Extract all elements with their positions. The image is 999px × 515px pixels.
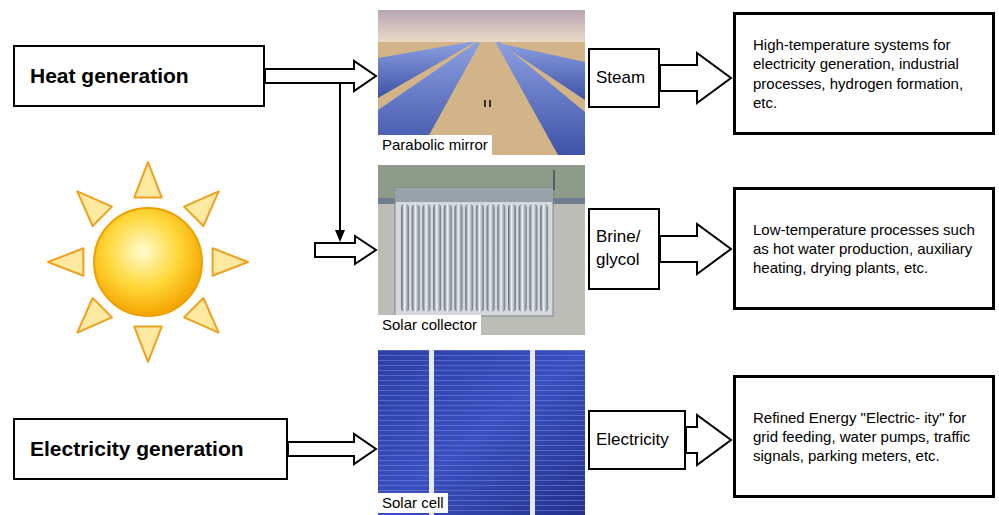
vacuum-tube: [497, 204, 505, 312]
photo-ground: [378, 10, 585, 155]
vacuum-tube: [422, 204, 430, 312]
parabolic-mirror-photo: [378, 10, 585, 155]
application-box: High-temperature systems for electricity…: [733, 12, 995, 135]
block-arrow-shape: [660, 224, 731, 274]
cell-fingers: [378, 350, 585, 515]
block-arrow: [660, 53, 731, 103]
mirror-row: [496, 42, 585, 155]
solar-collector-photo: [378, 165, 585, 335]
block-arrow-shape: [660, 53, 731, 103]
vacuum-tube: [487, 204, 495, 312]
photo-frame: Solar collector: [378, 165, 585, 335]
solar-cell-photo: [378, 350, 585, 515]
vacuum-tube: [519, 204, 527, 312]
vacuum-tube: [433, 204, 441, 312]
source-box: Electricity generation: [13, 418, 288, 480]
box-text: Brine/ glycol: [596, 226, 652, 272]
photo-label: Solar cell: [378, 493, 448, 513]
person: [489, 100, 491, 107]
block-arrow-shape: [315, 236, 376, 264]
cell-busbar: [429, 350, 434, 515]
block-arrow-shape: [288, 434, 376, 464]
photo-label: Solar collector: [378, 315, 481, 335]
photo-frame: Solar cell: [378, 350, 585, 513]
sun-ray: [134, 162, 161, 197]
source-box: Heat generation: [13, 45, 265, 107]
box-text: Steam: [596, 68, 645, 88]
arrow-head: [335, 230, 345, 242]
sun-ray: [77, 191, 112, 226]
block-arrow-shape: [686, 415, 731, 465]
application-box: Refined Energy "Electric- ity" for grid …: [733, 375, 995, 498]
person: [484, 100, 486, 107]
cell-busbar: [530, 350, 535, 515]
photo-road: [378, 165, 585, 335]
block-arrow: [686, 415, 731, 465]
sun-ray: [184, 298, 219, 333]
photo-frame: Parabolic mirror: [378, 10, 585, 155]
vacuum-tube: [455, 204, 463, 312]
block-arrow: [315, 83, 376, 264]
collector-pipe: [553, 170, 555, 190]
collector-frame: [395, 188, 553, 316]
block-arrow: [265, 61, 376, 91]
vacuum-tube: [465, 204, 473, 312]
box-text: Low-temperature processes such as hot wa…: [753, 220, 975, 278]
cell-surface: [378, 350, 585, 515]
sun-disc: [94, 208, 202, 316]
photo-trees: [378, 165, 585, 203]
vacuum-tube: [401, 204, 409, 312]
medium-box: Brine/ glycol: [588, 208, 660, 290]
medium-box: Electricity: [588, 410, 686, 470]
block-arrow: [660, 224, 731, 274]
sun: [48, 162, 248, 362]
sun-ray: [184, 191, 219, 226]
branch-line: [339, 83, 341, 232]
photo-sky: [378, 10, 585, 42]
box-text: Electricity: [596, 430, 669, 450]
photo-label: Parabolic mirror: [378, 135, 492, 155]
box-text: Electricity generation: [30, 436, 244, 461]
sun-ray: [77, 298, 112, 333]
box-text: Heat generation: [30, 63, 189, 88]
medium-box: Steam: [588, 48, 660, 108]
vacuum-tube: [508, 204, 516, 312]
collector-header: [395, 188, 553, 202]
block-arrow: [288, 434, 376, 464]
vacuum-tube: [412, 204, 420, 312]
application-box: Low-temperature processes such as hot wa…: [733, 187, 995, 310]
vacuum-tube: [444, 204, 452, 312]
vacuum-tube: [540, 204, 548, 312]
sun-ray: [134, 327, 161, 362]
vacuum-tube: [529, 204, 537, 312]
vacuum-tube: [476, 204, 484, 312]
sun-ray: [48, 248, 83, 275]
box-text: High-temperature systems for electricity…: [753, 35, 975, 112]
box-text: Refined Energy "Electric- ity" for grid …: [753, 408, 975, 466]
block-arrow-shape: [265, 61, 376, 91]
sun-ray: [213, 248, 248, 275]
